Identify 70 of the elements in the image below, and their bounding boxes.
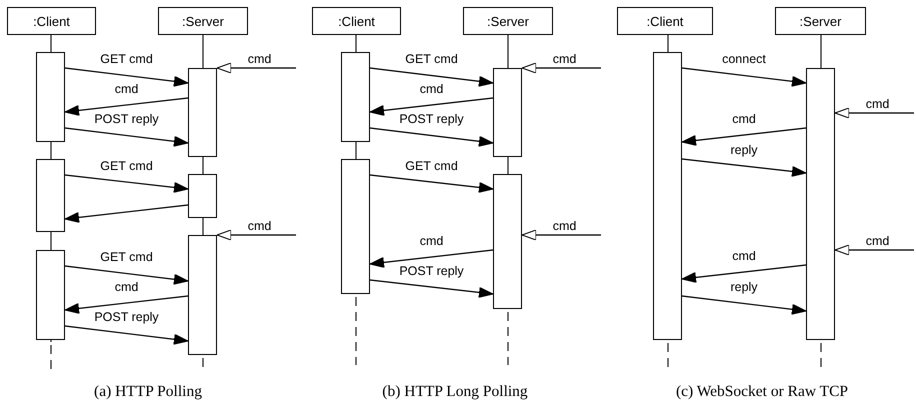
message-arrow xyxy=(64,265,188,285)
lifeline-header: :Server xyxy=(158,7,248,35)
panel-caption: (c) WebSocket or Raw TCP xyxy=(676,383,848,401)
message-arrow xyxy=(64,325,188,345)
edge-label: GET cmd xyxy=(99,250,154,264)
message-arrow xyxy=(64,174,188,193)
edge-label: cmd xyxy=(552,219,578,233)
edge-label: reply xyxy=(729,280,759,294)
activation-bar xyxy=(188,68,217,157)
message-arrow xyxy=(522,62,601,74)
message-arrow xyxy=(682,264,806,283)
message-arrow xyxy=(216,230,296,240)
message-arrow xyxy=(522,230,601,240)
edge-label: cmd xyxy=(418,82,444,96)
edge-label: GET cmd xyxy=(404,52,459,66)
activation-bar xyxy=(653,52,682,340)
message-arrow xyxy=(370,174,494,193)
message-arrow xyxy=(370,127,494,147)
activation-bar xyxy=(341,52,370,142)
edge-label: GET cmd xyxy=(99,52,154,66)
message-arrow xyxy=(834,108,914,118)
edge-label: GET cmd xyxy=(99,159,154,173)
message-arrow xyxy=(682,67,806,87)
message-arrow xyxy=(64,97,188,116)
message-arrow xyxy=(64,204,188,223)
edge-label: cmd xyxy=(246,219,272,233)
edge-label: cmd xyxy=(246,52,272,66)
lifeline-header: :Client xyxy=(312,7,401,35)
activation-bar xyxy=(493,174,522,309)
activation-bar xyxy=(188,174,217,218)
message-arrow xyxy=(216,62,296,74)
edge-label: POST reply xyxy=(398,112,465,126)
message-arrow xyxy=(682,295,806,315)
lifeline-header: :Client xyxy=(617,7,713,35)
edge-label: reply xyxy=(729,143,759,157)
edge-label: cmd xyxy=(864,234,890,248)
edge-label: GET cmd xyxy=(404,159,459,173)
message-arrow xyxy=(370,67,494,87)
edge-label: cmd xyxy=(552,52,578,66)
panel-caption: (b) HTTP Long Polling xyxy=(382,383,528,401)
edge-label: cmd xyxy=(731,249,757,263)
edge-label: POST reply xyxy=(93,310,160,324)
activation-bar xyxy=(493,68,522,157)
edge-label: cmd xyxy=(114,280,140,294)
message-arrow xyxy=(682,158,806,177)
activation-bar xyxy=(36,250,65,340)
message-arrow xyxy=(64,67,188,87)
activation-bar xyxy=(36,52,65,142)
lifeline-header: :Client xyxy=(7,7,96,35)
lifeline-header: :Server xyxy=(463,7,553,35)
panel-caption: (a) HTTP Polling xyxy=(94,383,202,401)
activation-bar xyxy=(188,235,217,355)
lifeline-header: :Server xyxy=(775,7,866,35)
message-arrow xyxy=(370,97,494,116)
activation-bar xyxy=(36,159,65,232)
activation-bar xyxy=(806,68,835,340)
message-arrow xyxy=(370,249,494,268)
message-arrow xyxy=(64,127,188,147)
message-arrow xyxy=(682,127,806,146)
edge-label: connect xyxy=(721,52,767,66)
edge-label: POST reply xyxy=(398,264,465,278)
message-arrow xyxy=(370,279,494,298)
edge-label: cmd xyxy=(114,82,140,96)
edge-label: cmd xyxy=(418,234,444,248)
message-arrow xyxy=(834,244,914,256)
message-arrow xyxy=(64,295,188,314)
edge-label: POST reply xyxy=(93,112,160,126)
edge-label: cmd xyxy=(864,97,890,111)
activation-bar xyxy=(341,159,370,294)
edge-label: cmd xyxy=(731,112,757,126)
